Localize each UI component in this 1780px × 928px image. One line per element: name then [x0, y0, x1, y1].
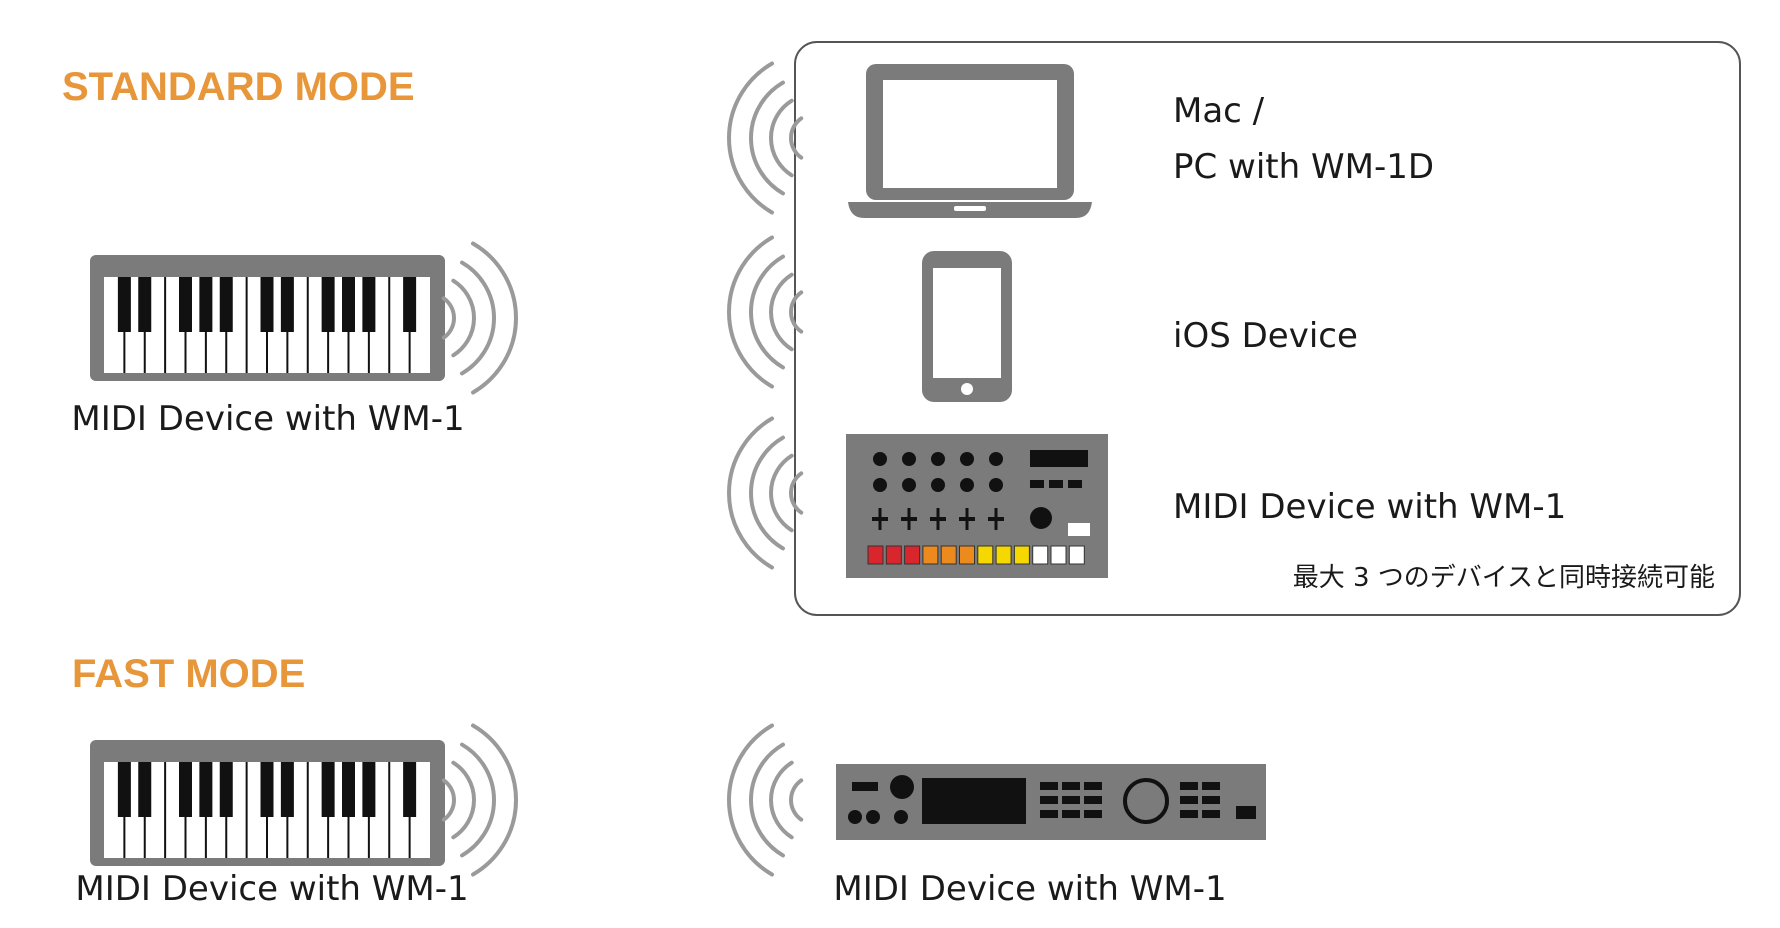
computer-label-line2: PC with WM-1D — [1173, 147, 1434, 187]
computer-label-line1: Mac / — [1173, 91, 1265, 131]
wireless-wave-icon — [727, 723, 804, 877]
fast-midi-target-label: MIDI Device with WM-1 — [833, 869, 1226, 909]
drum-machine-icon — [846, 434, 1108, 578]
wireless-wave-icon — [441, 723, 518, 877]
keyboard-icon — [90, 255, 445, 381]
fast-mode-title: FAST MODE — [72, 652, 305, 696]
smartphone-icon — [922, 251, 1012, 402]
wireless-wave-icon — [727, 61, 804, 215]
standard-mode-title: STANDARD MODE — [62, 65, 415, 109]
laptop-icon — [848, 64, 1092, 218]
wireless-wave-icon — [727, 416, 804, 570]
standard-midi-target-label: MIDI Device with WM-1 — [1173, 487, 1566, 527]
ios-device-label: iOS Device — [1173, 316, 1358, 356]
keyboard-icon — [90, 740, 445, 866]
wireless-wave-icon — [441, 241, 518, 395]
max-connections-note: 最大 3 つのデバイスと同時接続可能 — [1293, 563, 1715, 593]
wireless-wave-icon — [727, 235, 804, 389]
fast-source-label: MIDI Device with WM-1 — [75, 869, 468, 909]
rack-module-icon — [836, 764, 1266, 840]
standard-source-label: MIDI Device with WM-1 — [71, 399, 464, 439]
